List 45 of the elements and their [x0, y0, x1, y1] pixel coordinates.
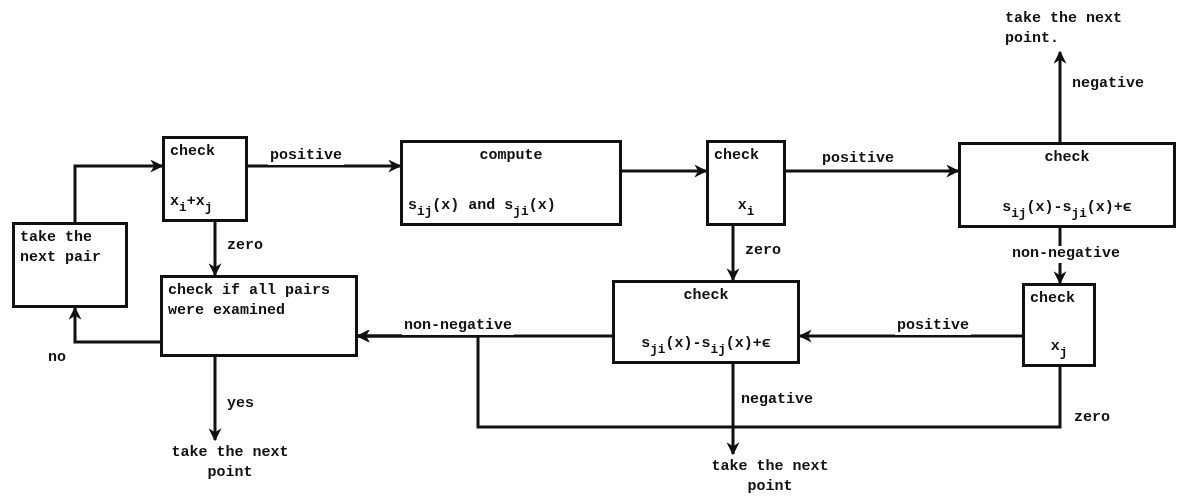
arrow — [726, 226, 740, 282]
edge-label: yes — [225, 396, 256, 413]
edge-label: positive — [895, 318, 971, 335]
process-box — [12, 222, 128, 308]
box-text: x$_{i}$ — [736, 196, 756, 220]
process-box — [1022, 283, 1096, 367]
box-text: check if all pairs were examined — [168, 281, 332, 322]
arrow — [68, 306, 160, 344]
box-text: check — [1044, 148, 1090, 168]
node-text: take the next point. — [1000, 6, 1130, 52]
box-text: check — [683, 286, 729, 306]
edge-label: positive — [268, 148, 344, 165]
arrow — [726, 364, 740, 456]
arrow — [208, 222, 222, 277]
edge-label: non-negative — [402, 318, 515, 335]
edge-label: negative — [1070, 76, 1146, 93]
arrow — [786, 164, 960, 178]
box-text: x$_{j}$ — [1049, 337, 1069, 361]
box-text: x$_{i}$+x$_{j}$ — [170, 192, 213, 216]
process-box — [612, 280, 800, 364]
box-text: s$_{ji}$(x)-s$_{ij}$(x)+ϵ — [641, 334, 771, 358]
edge-label: positive — [820, 151, 896, 168]
arrow — [1053, 50, 1067, 142]
box-text: check — [1030, 289, 1076, 309]
arrow — [622, 164, 708, 178]
process-box — [162, 136, 248, 222]
arrow — [208, 357, 222, 442]
node-text: take the next point — [680, 454, 860, 496]
process-box — [160, 275, 358, 357]
arrow — [248, 159, 402, 173]
box-text: check — [714, 146, 760, 166]
process-box — [706, 140, 786, 226]
arrow — [798, 329, 1022, 343]
node-text: take the next point — [140, 440, 320, 486]
box-text: compute — [478, 146, 544, 166]
edge-label: negative — [739, 392, 815, 409]
box-text: s$_{ij}$(x) and s$_{ji}$(x) — [408, 196, 557, 220]
process-box — [400, 140, 622, 226]
box-text: s$_{ij}$(x)-s$_{ji}$(x)+ϵ — [1002, 198, 1132, 222]
process-box — [958, 142, 1176, 228]
box-text: take the next pair — [20, 228, 102, 269]
arrow — [73, 159, 164, 222]
edge-label: non-negative — [1010, 246, 1123, 263]
arrow — [356, 329, 1062, 429]
box-text: check — [170, 142, 215, 162]
